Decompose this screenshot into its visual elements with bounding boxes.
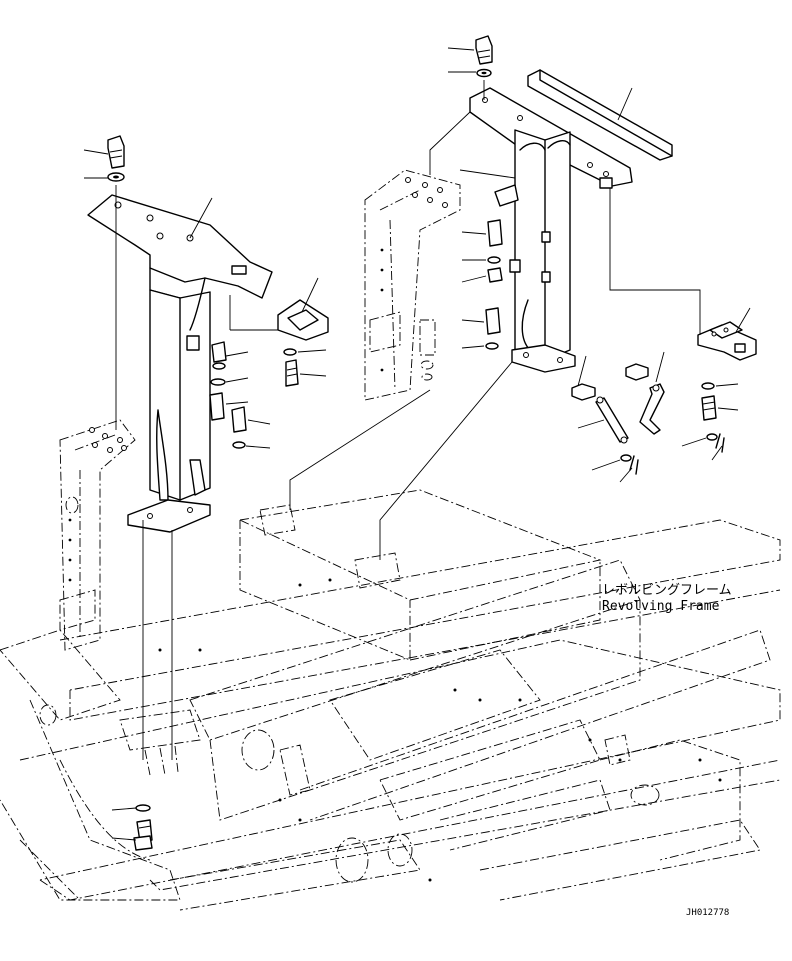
bottom-bolt-and-washer — [133, 804, 153, 851]
frame-label-japanese: レボルビングフレーム — [602, 583, 732, 598]
right-side-hardware — [571, 321, 757, 475]
drawing-code: JH012778 — [686, 908, 729, 918]
left-phantom-stand — [59, 419, 136, 651]
leader-lines — [83, 47, 751, 841]
frame-label-english: Revolving Frame — [602, 599, 720, 614]
revolving-frame — [0, 489, 781, 911]
left-stand-assembly — [87, 135, 329, 760]
middle-phantom-stand — [364, 169, 461, 401]
right-stand-assembly — [289, 35, 701, 560]
